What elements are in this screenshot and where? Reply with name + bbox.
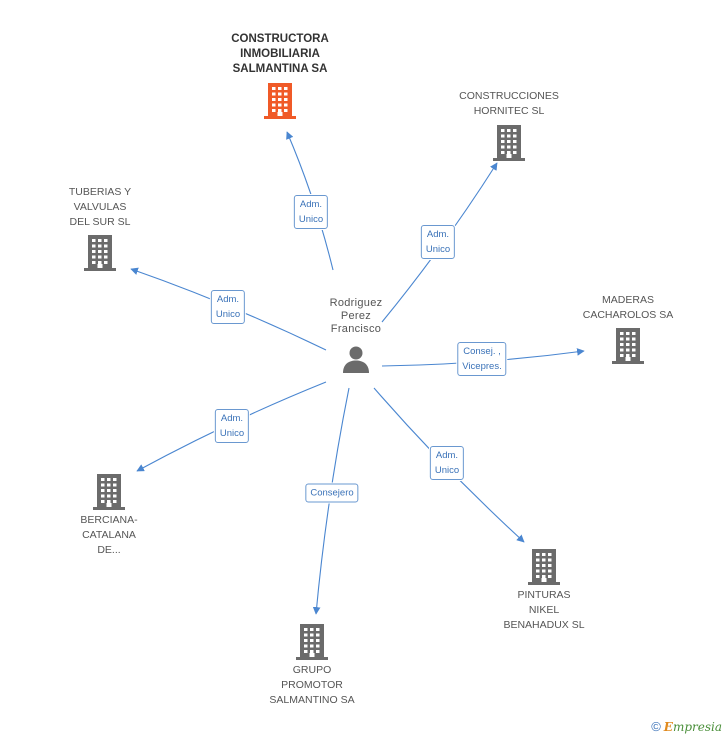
relation-line: Unico bbox=[298, 214, 324, 225]
relation-line: Adm. bbox=[299, 199, 323, 210]
relation-line: Vicepres. bbox=[462, 361, 502, 372]
company-node-berciana[interactable]: BERCIANA- CATALANA DE... bbox=[64, 473, 154, 558]
relation-label-pinturas[interactable]: Adm. Unico bbox=[429, 446, 465, 480]
copyright-symbol: © bbox=[651, 719, 661, 734]
company-node-pinturas[interactable]: PINTURAS NIKEL BENAHADUX SL bbox=[490, 548, 598, 633]
relation-line: Adm. bbox=[220, 413, 244, 424]
company-label: INMOBILIARIA bbox=[240, 48, 320, 60]
company-label: PROMOTOR bbox=[281, 679, 343, 691]
company-label: CATALANA bbox=[82, 529, 136, 541]
building-icon bbox=[493, 125, 525, 161]
relation-line: Consejero bbox=[310, 487, 354, 499]
building-icon bbox=[612, 328, 644, 364]
company-label: SALMANTINA SA bbox=[232, 63, 328, 75]
company-node-constructora[interactable]: CONSTRUCTORA INMOBILIARIA SALMANTINA SA bbox=[218, 32, 342, 120]
relation-line: Unico bbox=[215, 309, 241, 320]
relation-label-constructora[interactable]: Adm. Unico bbox=[293, 195, 329, 229]
person-name-line: Rodriguez bbox=[329, 297, 383, 309]
building-icon bbox=[264, 83, 296, 119]
person-node[interactable]: Rodriguez Perez Francisco bbox=[329, 297, 383, 374]
relation-line: Unico bbox=[425, 244, 451, 255]
company-label: TUBERIAS Y bbox=[68, 186, 132, 198]
relation-line: Adm. bbox=[216, 294, 240, 305]
company-node-grupo[interactable]: GRUPO PROMOTOR SALMANTINO SA bbox=[258, 623, 366, 708]
company-label: SALMANTINO SA bbox=[269, 694, 355, 706]
brand-logo: Empresia bbox=[663, 720, 722, 734]
relation-line: Consej. , bbox=[463, 346, 501, 357]
company-label: MADERAS bbox=[602, 294, 654, 306]
company-label: PINTURAS bbox=[517, 589, 571, 601]
relation-line: Unico bbox=[434, 465, 460, 476]
company-label: GRUPO bbox=[292, 664, 332, 676]
relation-label-tuberias[interactable]: Adm. Unico bbox=[210, 290, 246, 324]
company-label: DEL SUR SL bbox=[69, 216, 131, 228]
relation-label-grupo[interactable]: Consejero bbox=[305, 483, 359, 503]
company-label: BERCIANA- bbox=[80, 514, 138, 526]
company-label: CACHAROLOS SA bbox=[582, 309, 674, 321]
company-node-tuberias[interactable]: TUBERIAS Y VALVULAS DEL SUR SL bbox=[52, 185, 148, 272]
relation-line: Unico bbox=[219, 428, 245, 439]
company-label: HORNITEC SL bbox=[473, 105, 545, 117]
company-label: CONSTRUCTORA bbox=[231, 33, 329, 45]
person-name-line: Francisco bbox=[330, 323, 382, 335]
relation-label-berciana[interactable]: Adm. Unico bbox=[214, 409, 250, 443]
company-node-hornitec[interactable]: CONSTRUCCIONES HORNITEC SL bbox=[452, 89, 566, 162]
relation-label-maderas[interactable]: Consej. , Vicepres. bbox=[457, 342, 507, 376]
company-node-maderas[interactable]: MADERAS CACHAROLOS SA bbox=[574, 293, 682, 365]
company-label: BENAHADUX SL bbox=[503, 619, 585, 631]
relation-line: Adm. bbox=[435, 450, 459, 461]
company-label: NIKEL bbox=[528, 604, 560, 616]
company-label: VALVULAS bbox=[73, 201, 127, 213]
building-icon bbox=[296, 624, 328, 660]
person-icon bbox=[343, 346, 369, 373]
relation-line: Adm. bbox=[426, 229, 450, 240]
building-icon bbox=[93, 474, 125, 510]
person-name-line: Perez bbox=[340, 310, 372, 322]
building-icon bbox=[84, 235, 116, 271]
company-label: CONSTRUCCIONES bbox=[459, 90, 559, 102]
footer-brand: ©Empresia bbox=[651, 719, 722, 734]
building-icon bbox=[528, 549, 560, 585]
relation-label-hornitec[interactable]: Adm. Unico bbox=[420, 225, 456, 259]
company-label: DE... bbox=[97, 544, 121, 556]
